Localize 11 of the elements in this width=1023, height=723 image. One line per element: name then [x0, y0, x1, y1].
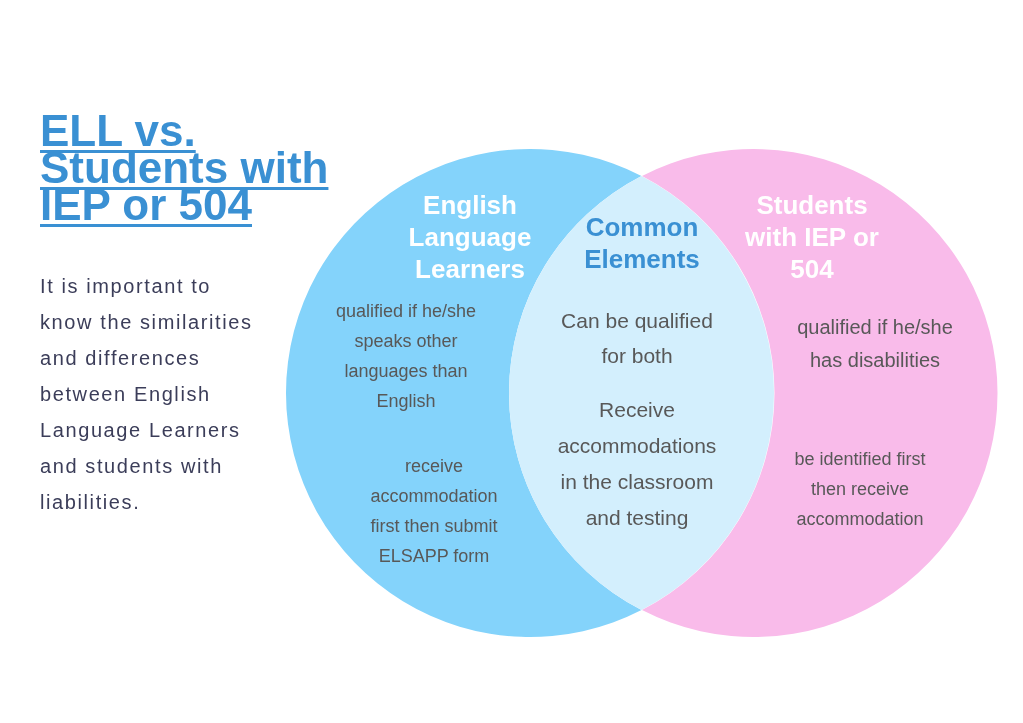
page-title: ELL vs. Students with IEP or 504 — [40, 112, 330, 223]
overlap-heading: Common Elements — [583, 211, 701, 275]
set-description: qualified if he/she speaks other languages than English — [334, 300, 478, 413]
set-description: receive accommodation first then submit ELSAPP form — [369, 455, 499, 568]
set-description: be identified first then receive accommodation — [793, 448, 927, 531]
overlap-description: Receive accommodations in the classroom and testing — [556, 397, 718, 531]
overlap-description: Can be qualified for both — [560, 308, 714, 369]
intro-paragraph: It is important to know the similarities and differences between English Language Learners and students with liabilities. — [40, 274, 254, 515]
set-description: qualified if he/she has disabilities — [796, 315, 954, 373]
set-heading: English Language Learners — [407, 189, 533, 285]
set-heading: Students with IEP or 504 — [744, 189, 880, 285]
